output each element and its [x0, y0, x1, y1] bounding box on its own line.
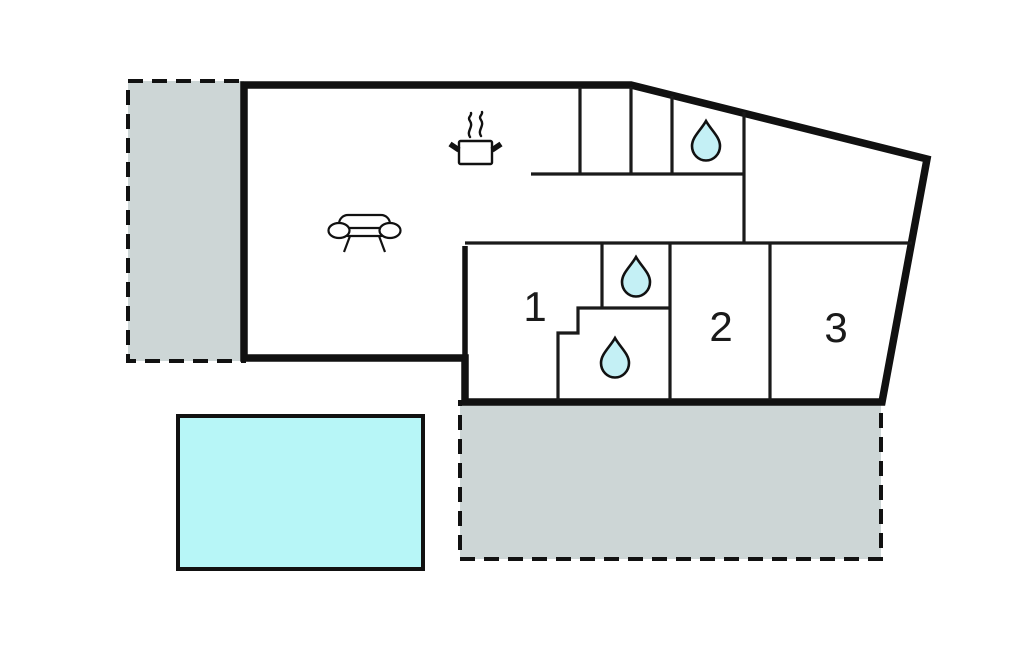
- cooking-pot-icon: [448, 110, 503, 166]
- sofa-leg-right: [377, 235, 387, 253]
- terrace-left: [126, 79, 246, 363]
- bathroom-lower-group: [599, 335, 631, 379]
- pool: [176, 414, 425, 571]
- water-drop-icon: [599, 335, 631, 379]
- steam-line: [478, 110, 484, 138]
- bedroom3-label: 3: [824, 304, 847, 351]
- sofa-armrest-right: [378, 221, 402, 240]
- terrace-bottom: [458, 400, 883, 561]
- steam-line: [467, 111, 473, 139]
- pot-body: [457, 139, 494, 166]
- pot-handle-right: [490, 141, 503, 153]
- pot-handle-left: [448, 141, 461, 153]
- interior-walls: [465, 87, 912, 400]
- bathroom-top-group: [690, 118, 722, 162]
- sofa-leg-left: [342, 235, 352, 253]
- water-drop-icon: [620, 254, 652, 298]
- bedroom2-label: 2: [709, 303, 732, 350]
- bathroom-middle-group: [620, 254, 652, 298]
- bedroom1-label: 1: [523, 283, 546, 330]
- sofa-icon: [327, 213, 402, 253]
- sofa-armrest-left: [327, 221, 351, 240]
- water-drop-icon: [690, 118, 722, 162]
